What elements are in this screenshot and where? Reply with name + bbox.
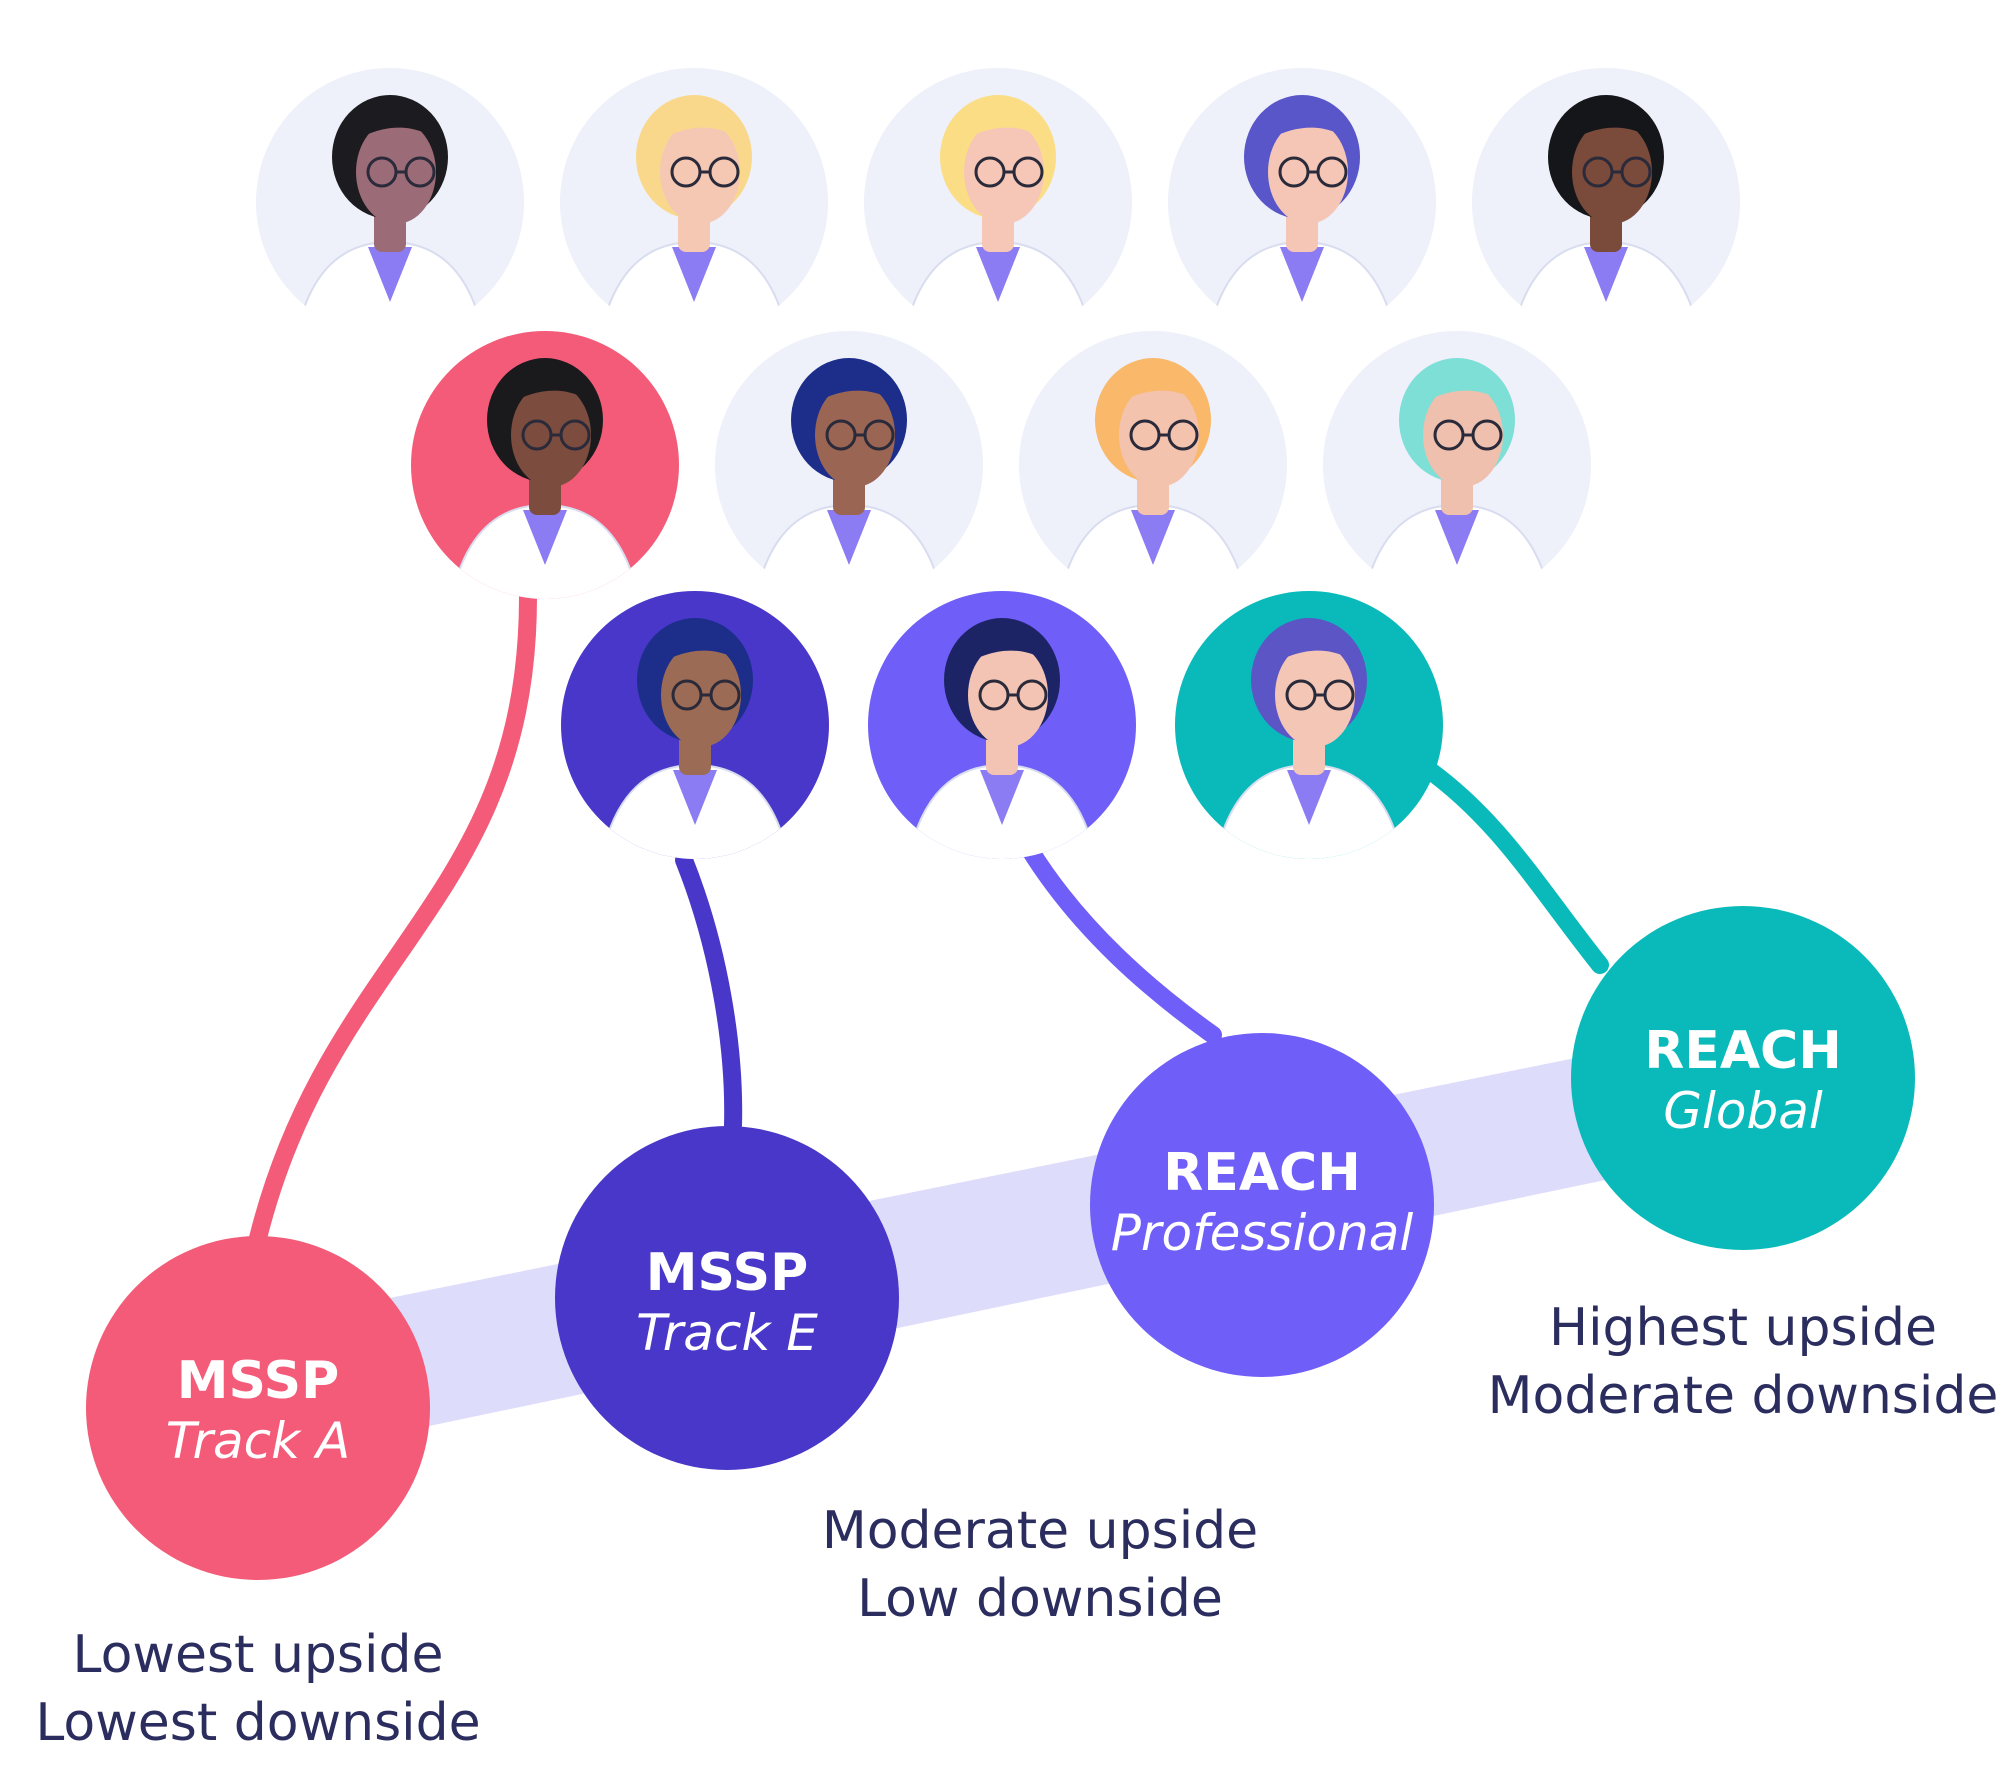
hair-fringe	[650, 629, 745, 670]
shirt	[976, 247, 1020, 302]
doctor-avatar-icon	[560, 68, 828, 336]
program-node-professional: REACH Professional	[1090, 1033, 1434, 1377]
shirt	[523, 510, 567, 565]
shirt	[1584, 247, 1628, 302]
avatar-row-3	[561, 591, 1443, 859]
doctor-avatar-icon	[864, 68, 1132, 336]
connector-global	[1416, 758, 1609, 974]
connectors	[249, 588, 1609, 1247]
program-subtitle: Track E	[636, 1304, 818, 1362]
shirt	[368, 247, 412, 302]
program-circle	[555, 1126, 899, 1470]
caption-downside: Moderate downside	[1488, 1366, 1999, 1426]
caption-moderate: Moderate upside Low downside	[822, 1501, 1258, 1629]
program-circle	[1090, 1033, 1434, 1377]
shirt	[672, 247, 716, 302]
caption-downside: Low downside	[857, 1569, 1223, 1629]
connector-track-a	[249, 588, 537, 1247]
program-title: REACH	[1163, 1143, 1361, 1203]
doctor-avatar-icon	[1168, 68, 1436, 336]
caption-upside: Lowest upside	[73, 1625, 444, 1685]
caption-upside: Highest upside	[1549, 1298, 1937, 1358]
program-node-track-e: MSSP Track E	[555, 1126, 899, 1470]
hair-fringe	[1257, 106, 1352, 147]
program-subtitle: Track A	[166, 1412, 350, 1470]
program-circle	[1571, 906, 1915, 1250]
caption-lowest: Lowest upside Lowest downside	[35, 1625, 480, 1753]
hair-fringe	[1108, 369, 1203, 410]
program-title: MSSP	[646, 1243, 808, 1303]
doctor-avatar-woman-navy-hair	[868, 591, 1136, 859]
connector-track-e	[675, 851, 743, 1134]
program-subtitle: Global	[1663, 1082, 1823, 1140]
hair-fringe	[345, 106, 440, 147]
shirt	[673, 770, 717, 825]
shirt	[1280, 247, 1324, 302]
doctor-avatar-man-beard	[561, 591, 829, 859]
program-node-global: REACH Global	[1571, 906, 1915, 1250]
connector-professional	[1021, 841, 1222, 1044]
hair-fringe	[500, 369, 595, 410]
shirt	[1287, 770, 1331, 825]
caption-highest: Highest upside Moderate downside	[1488, 1298, 1999, 1426]
caption-upside: Moderate upside	[822, 1501, 1258, 1561]
program-node-track-a: MSSP Track A	[86, 1236, 430, 1580]
hair-fringe	[953, 106, 1048, 147]
hair-fringe	[957, 629, 1052, 670]
program-circle	[86, 1236, 430, 1580]
hair-fringe	[804, 369, 899, 410]
shirt	[1435, 510, 1479, 565]
program-title: REACH	[1644, 1021, 1842, 1081]
shirt	[1131, 510, 1175, 565]
shirt	[827, 510, 871, 565]
doctor-avatar-icon	[1472, 68, 1740, 336]
doctor-avatar-icon	[1323, 331, 1591, 599]
hair-fringe	[1264, 629, 1359, 670]
doctor-avatar-icon	[715, 331, 983, 599]
shirt	[980, 770, 1024, 825]
avatar-row-2	[411, 331, 1591, 599]
doctor-avatar-woman-dark-hair	[411, 331, 679, 599]
program-subtitle: Professional	[1111, 1204, 1414, 1262]
doctor-avatar-icon	[1019, 331, 1287, 599]
doctor-avatar-woman-blue-hair	[1175, 591, 1443, 859]
hair-fringe	[1561, 106, 1656, 147]
program-title: MSSP	[177, 1351, 339, 1411]
avatar-row-1	[256, 68, 1740, 336]
hair-fringe	[649, 106, 744, 147]
hair-fringe	[1412, 369, 1507, 410]
doctor-avatar-icon	[256, 68, 524, 336]
caption-downside: Lowest downside	[35, 1693, 480, 1753]
